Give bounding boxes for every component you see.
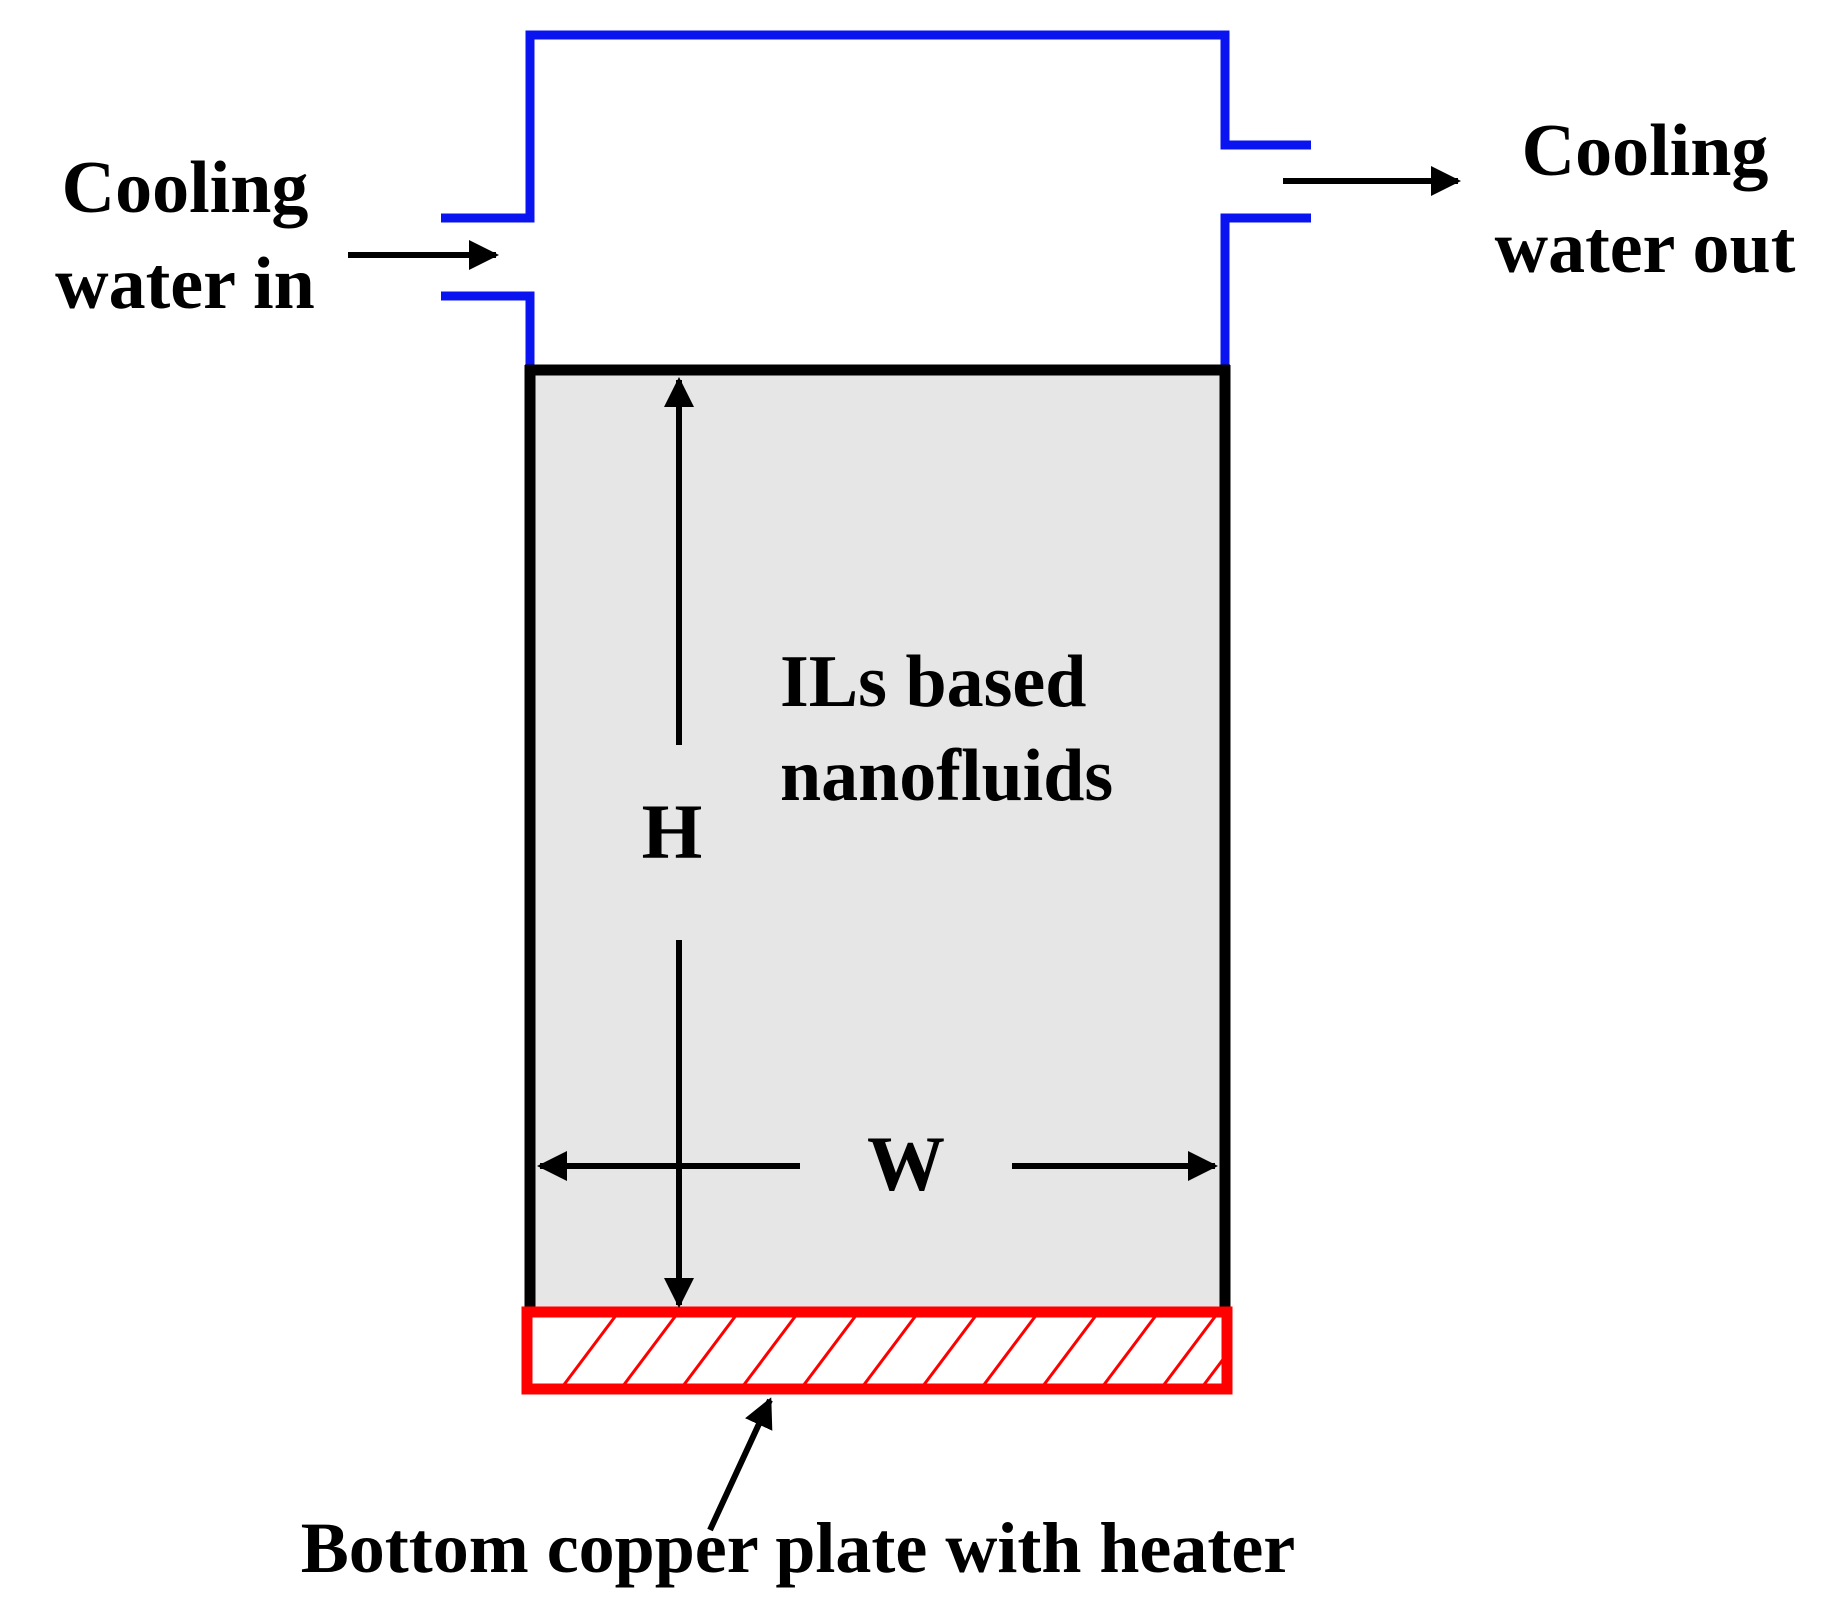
- fluid-label-line2: nanofluids: [780, 735, 1113, 817]
- jacket-left-upper: [441, 30, 1311, 223]
- cavity-fluid-region: [530, 370, 1225, 1310]
- outlet-label-line1: Cooling: [1522, 110, 1769, 192]
- cavity-walls: [524, 364, 1231, 1312]
- jacket-left-wall: [441, 291, 535, 370]
- jacket-right-lower: [1220, 213, 1311, 370]
- heater-pointer-arrow: [707, 1397, 773, 1532]
- height-symbol: H: [642, 788, 703, 875]
- fluid-label-line1: ILs based: [780, 641, 1086, 723]
- width-symbol: W: [867, 1120, 945, 1207]
- heater-caption: Bottom copper plate with heater: [301, 1508, 1296, 1588]
- inlet-label-line1: Cooling: [62, 147, 309, 229]
- outlet-label-line2: water out: [1495, 207, 1796, 289]
- arrows: [348, 166, 1461, 1532]
- inlet-label-line2: water in: [55, 243, 315, 325]
- cooling-jacket: [441, 30, 1311, 370]
- heater-plate: [521, 1306, 1233, 1395]
